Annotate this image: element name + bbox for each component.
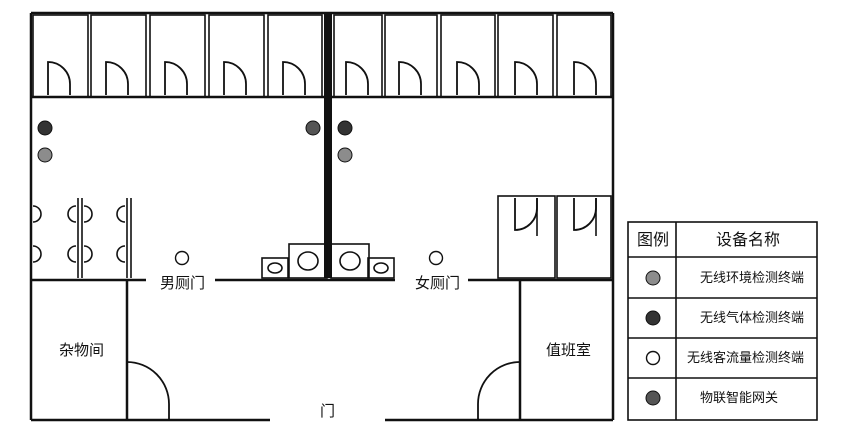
urinal-icon: [83, 245, 93, 263]
urinal-icon: [32, 205, 42, 223]
urinal-icon: [116, 245, 126, 263]
stall: [149, 14, 206, 98]
urinal-icon: [67, 205, 77, 223]
sink-icon: [330, 243, 370, 279]
gateway-icon: [645, 390, 661, 406]
env-sensor-icon: [337, 147, 353, 163]
stall-door-icon: [398, 61, 422, 95]
env-sensor-icon: [37, 147, 53, 163]
stall: [497, 14, 554, 98]
stall: [90, 14, 147, 98]
womens-door-label: 女厕门: [415, 274, 460, 292]
duty-door-icon: [477, 361, 521, 420]
stall-door-icon: [223, 61, 247, 95]
storage-door-icon: [126, 361, 170, 420]
stall: [267, 14, 323, 98]
womens-stalls: [333, 14, 612, 98]
stall-door-icon: [514, 61, 538, 95]
urinal-icon: [83, 205, 93, 223]
legend-header-name: 设备名称: [716, 230, 780, 249]
side-stall: [497, 195, 556, 279]
stall: [440, 14, 496, 98]
legend: 图例 设备名称 无线环境检测终端 无线气体检测终端 无线客流量检测终端 物联智能…: [627, 221, 818, 421]
storage-room-label: 杂物间: [59, 341, 104, 359]
legend-item-env: 无线环境检测终端: [700, 270, 804, 286]
stall-door-icon: [514, 198, 538, 231]
main-door-label: 门: [320, 402, 335, 420]
env-sensor-icon: [645, 270, 661, 286]
womens-side-stalls: [497, 195, 612, 279]
legend-item-gas: 无线气体检测终端: [700, 310, 804, 326]
stall-door-icon: [573, 198, 597, 231]
stall-door-icon: [105, 61, 129, 95]
gas-sensor-icon: [337, 120, 353, 136]
storage-room: [125, 280, 170, 420]
gateway-icon: [305, 120, 321, 136]
gas-sensor-icon: [37, 120, 53, 136]
urinal-icon: [67, 245, 77, 263]
flow-sensor-icon: [645, 350, 661, 366]
legend-item-gateway: 物联智能网关: [700, 391, 778, 406]
urinal-icon: [116, 205, 126, 223]
legend-item-flow: 无线客流量检测终端: [687, 350, 804, 366]
mens-stalls: [32, 14, 323, 98]
stall-door-icon: [345, 61, 369, 95]
legend-header-icon: 图例: [637, 230, 669, 249]
sink-icon: [367, 257, 395, 279]
stall-door-icon: [47, 61, 71, 95]
stall: [333, 14, 383, 98]
urinal-area: [30, 198, 132, 278]
sink-icon: [288, 243, 328, 279]
duty-room: [477, 280, 522, 420]
side-stall: [556, 195, 612, 279]
stall-door-icon: [164, 61, 188, 95]
stall-door-icon: [456, 61, 480, 95]
sinks: [261, 243, 395, 279]
gas-sensor-icon: [645, 310, 661, 326]
center-divider-wall: [324, 13, 332, 278]
flow-sensor-icon: [428, 250, 444, 266]
sink-icon: [261, 257, 289, 279]
stall: [208, 14, 265, 98]
flow-sensor-icon: [174, 250, 190, 266]
stall-door-icon: [282, 61, 306, 95]
stall: [32, 14, 89, 98]
stall: [556, 14, 612, 98]
stall-door-icon: [573, 61, 597, 95]
stall: [384, 14, 438, 98]
urinal-icon: [32, 245, 42, 263]
sensors: [37, 120, 444, 266]
outer-walls: [29, 11, 615, 422]
duty-room-label: 值班室: [546, 341, 591, 359]
mens-door-label: 男厕门: [160, 274, 205, 292]
